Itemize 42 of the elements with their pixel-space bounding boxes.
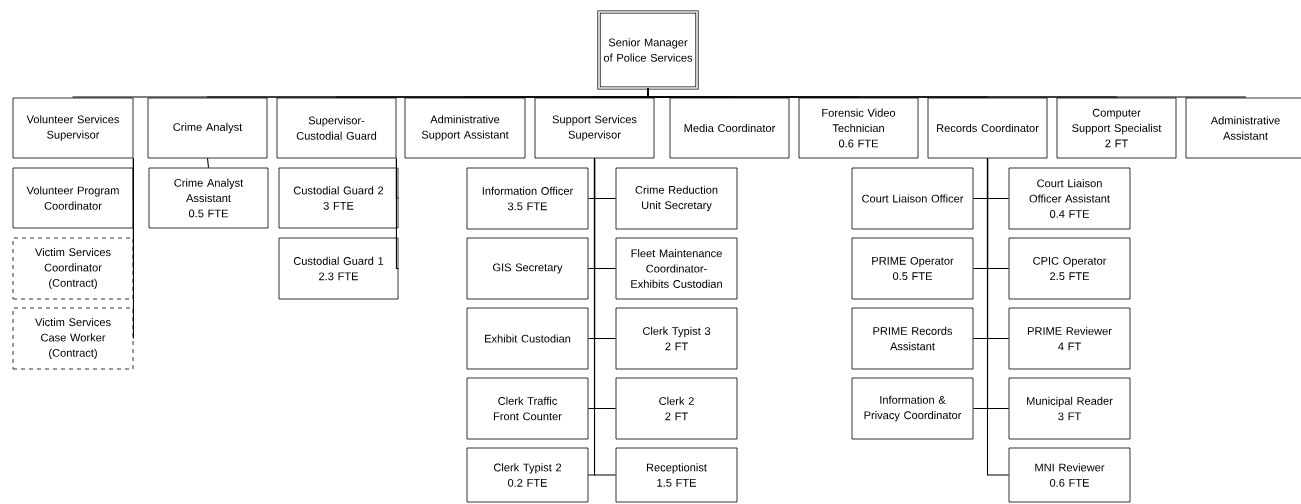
- position-box: Custodial Guard 1 2.3 FTE: [278, 237, 399, 300]
- contract-position-box: Victim Services Coordinator (Contract): [12, 237, 134, 300]
- position-box: Clerk Typist 3 2 FT: [615, 307, 738, 370]
- position-box: Clerk 2 2 FT: [615, 377, 738, 440]
- position-box: Support Services Supervisor: [534, 97, 655, 159]
- position-box: Volunteer Services Supervisor: [12, 97, 134, 159]
- position-box: PRIME Records Assistant: [851, 307, 974, 370]
- position-box: Custodial Guard 2 3 FTE: [278, 167, 399, 229]
- position-box: MNI Reviewer 0.6 FTE: [1008, 447, 1131, 503]
- position-box: Information Officer 3.5 FTE: [466, 167, 589, 230]
- position-box: Fleet Maintenance Coordinator- Exhibits Custodian: [615, 237, 738, 300]
- position-box: GIS Secretary: [466, 237, 589, 300]
- position-box: Forensic Video Technician 0.6 FTE: [798, 97, 919, 159]
- connector-line: [986, 157, 1010, 476]
- position-box: Volunteer Program Coordinator: [12, 167, 134, 229]
- position-box: Media Coordinator: [669, 97, 790, 159]
- connector-line: [395, 157, 399, 270]
- position-box: Clerk Typist 2 0.2 FTE: [466, 447, 589, 503]
- position-box: Computer Support Specialist 2 FT: [1056, 97, 1177, 159]
- position-box: Records Coordinator: [927, 97, 1048, 159]
- position-box: Information & Privacy Coordinator: [851, 377, 974, 440]
- connector-line: [647, 87, 1247, 99]
- position-box: Receptionist 1.5 FTE: [615, 447, 738, 503]
- connector-line: [206, 157, 210, 169]
- position-box: Exhibit Custodian: [466, 307, 589, 370]
- position-box: Municipal Reader 3 FT: [1008, 377, 1131, 440]
- position-box: Crime Analyst Assistant 0.5 FTE: [148, 167, 269, 229]
- position-box: Administrative Support Assistant: [404, 97, 526, 159]
- position-box: Administrative Assistant: [1185, 97, 1301, 159]
- position-box: Supervisor- Custodial Guard: [276, 97, 397, 159]
- position-box: CPIC Operator 2.5 FTE: [1008, 237, 1131, 300]
- position-box: Court Liaison Officer: [851, 167, 974, 230]
- position-box: Crime Analyst: [147, 97, 268, 159]
- position-box: Court Liaison Officer Assistant 0.4 FTE: [1008, 167, 1131, 230]
- connector-line: [132, 157, 134, 340]
- connector-line: [593, 157, 617, 476]
- head-box: Senior Manager of Police Services: [597, 10, 699, 90]
- position-box: PRIME Operator 0.5 FTE: [851, 237, 974, 300]
- position-box: PRIME Reviewer 4 FT: [1008, 307, 1131, 370]
- position-box: Clerk Traffic Front Counter: [466, 377, 589, 440]
- position-box: Crime Reduction Unit Secretary: [615, 167, 738, 230]
- contract-position-box: Victim Services Case Worker (Contract): [12, 307, 134, 370]
